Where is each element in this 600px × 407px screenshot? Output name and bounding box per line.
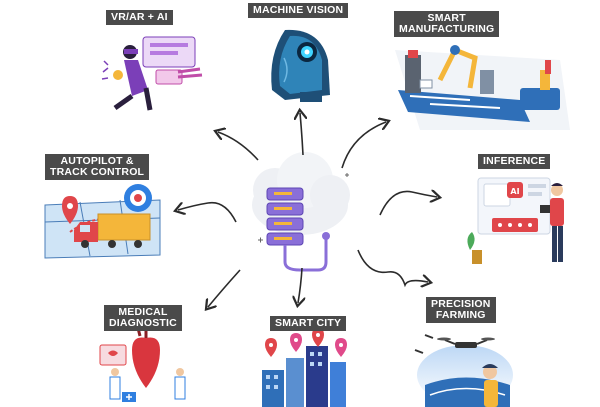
label-line: VR/AR + AI [111, 11, 168, 23]
drone-farmer-icon [414, 334, 513, 407]
arrow-to-vr-ar-ai [218, 132, 259, 161]
label-line: INFERENCE [483, 155, 546, 167]
arrow-to-smart-manufacturing [341, 122, 386, 169]
robot-head-icon [271, 29, 330, 102]
label-medical: MEDICAL DIAGNOSTIC [104, 305, 182, 331]
label-precision-farming: PRECISION FARMING [426, 297, 496, 323]
heart-doctors-icon [99, 327, 186, 402]
label-line: FARMING [435, 309, 486, 321]
connector-arrows [178, 113, 437, 307]
arrow-to-machine-vision [300, 113, 303, 156]
label-line: MEDICAL [118, 306, 168, 318]
delivery-truck-map-icon [44, 184, 161, 259]
label-inference: INFERENCE [478, 154, 551, 169]
label-vr-ar-ai: VR/AR + AI [106, 10, 173, 25]
vr-headset-person-icon [101, 36, 203, 111]
label-line: SMART CITY [275, 317, 342, 329]
ai-dashboard-person-icon: AI [467, 177, 564, 264]
label-line: TRACK CONTROL [50, 166, 145, 178]
arrow-to-smart-city [298, 267, 302, 303]
svg-text:AI: AI [510, 187, 519, 196]
arrow-to-inference [379, 191, 437, 216]
label-autopilot: AUTOPILOT & TRACK CONTROL [45, 154, 150, 180]
label-line: DIAGNOSTIC [109, 317, 177, 329]
label-line: MANUFACTURING [399, 23, 495, 35]
label-smart-manufacturing: SMART MANUFACTURING [394, 11, 500, 37]
arrow-to-medical [208, 269, 241, 307]
factory-robot-arm-icon [395, 45, 570, 130]
cloud-server-icon [252, 152, 350, 272]
label-line: SMART [427, 12, 466, 24]
arrow-to-precision-farming [357, 249, 428, 285]
label-machine-vision: MACHINE VISION [248, 3, 349, 18]
label-line: PRECISION [431, 298, 491, 310]
label-smart-city: SMART CITY [270, 316, 347, 331]
label-line: AUTOPILOT & [60, 155, 134, 167]
label-line: MACHINE VISION [253, 4, 344, 16]
city-buildings-pins-icon [262, 328, 347, 407]
arrow-to-autopilot [178, 201, 237, 223]
